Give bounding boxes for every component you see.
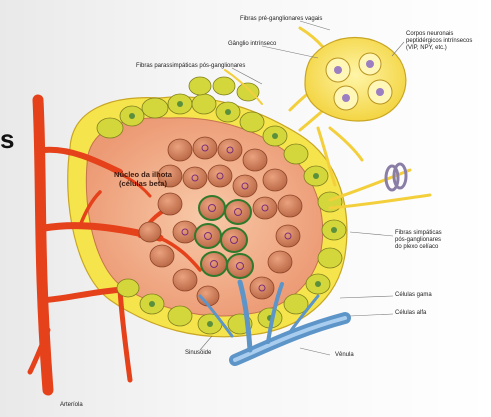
label-parasympathetic: Fibras parassimpáticas pós-ganglionares [136,63,245,70]
label-vein: Vênula [335,352,354,359]
label-cell-a: Células gama [395,292,432,299]
delta-cells [195,196,253,278]
label-neurons-line1: Corpos neuronais [406,31,472,38]
label-neurons-line2: peptidérgicos intrínsecos [406,38,472,45]
label-cell-b: Células alfa [395,310,426,317]
partial-heading: s [0,124,14,155]
core-label-line1: Núcleo da ilhota [108,170,178,179]
label-sympathetic-line3: do plexo celíaco [395,244,442,251]
label-neurons-line3: (VIP, NPY, etc.) [406,45,472,52]
label-neurons: Corpos neuronais peptidérgicos intrínsec… [406,31,472,52]
core-label-line2: (células beta) [108,179,178,188]
label-sympathetic-line2: pós-ganglionares [395,237,442,244]
intrinsic-ganglion [305,38,406,121]
label-ganglion: Gânglio intrínseco [228,41,276,48]
label-sympathetic: Fibras simpáticas pós-ganglionares do pl… [395,230,442,251]
label-arteriole: Arteríola [60,402,83,409]
core-label: Núcleo da ilhota (células beta) [108,170,178,188]
label-pre-ganglionic: Fibras pré-ganglionares vagais [240,16,322,23]
label-capillary: Sinusóide [185,350,211,357]
label-sympathetic-line1: Fibras simpáticas [395,230,442,237]
